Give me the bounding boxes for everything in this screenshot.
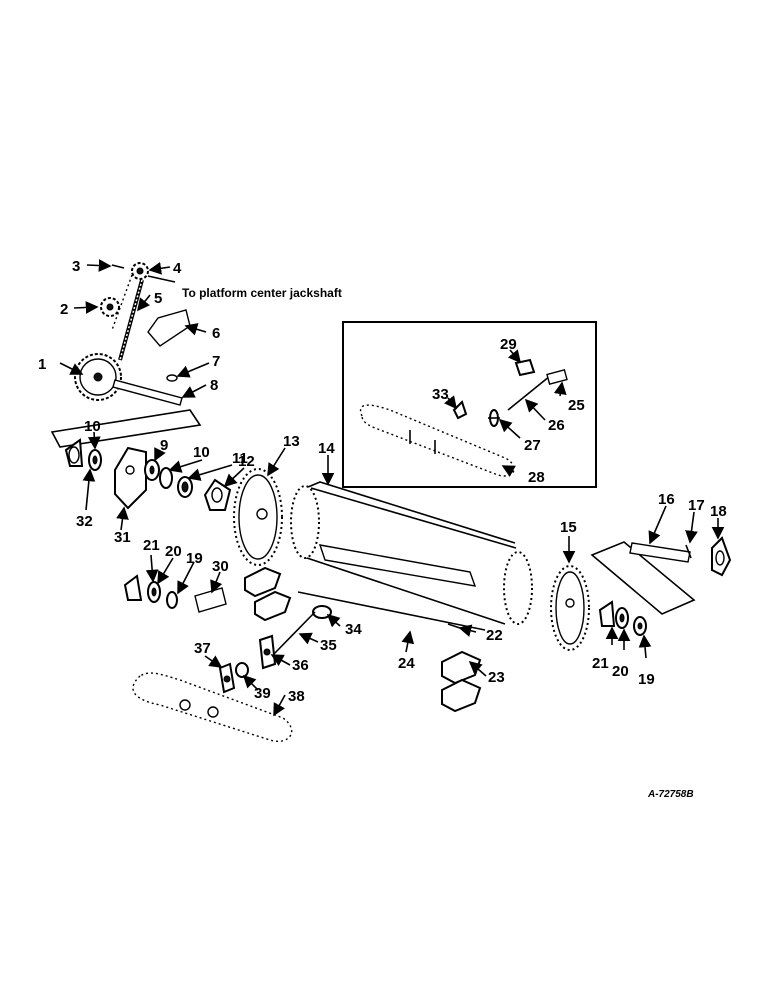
callout-10-mid: 10 — [193, 444, 210, 461]
callout-18: 18 — [710, 503, 727, 520]
key-3 — [111, 264, 125, 269]
drive-shaft-8 — [112, 379, 183, 406]
bearing-right-19 — [633, 616, 647, 636]
cylinder-14 — [290, 481, 533, 625]
callout-5: 5 — [154, 290, 162, 307]
callout-34: 34 — [345, 621, 362, 638]
callout-19-left: 19 — [186, 550, 203, 567]
bracket-31 — [114, 446, 147, 510]
fitting-27 — [488, 409, 500, 427]
callout-7: 7 — [212, 353, 220, 370]
fitting-34 — [312, 605, 332, 619]
callout-31: 31 — [114, 529, 131, 546]
callout-19-right: 19 — [638, 671, 655, 688]
jackshaft-note: To platform center jackshaft — [182, 286, 342, 300]
callout-15: 15 — [560, 519, 577, 536]
pin-17 — [685, 544, 692, 559]
callout-2: 2 — [60, 301, 68, 318]
callout-30: 30 — [212, 558, 229, 575]
bearing-lower-20 — [147, 581, 161, 603]
inset-frame — [342, 321, 597, 488]
end-disc-13 — [233, 468, 283, 566]
callout-1: 1 — [38, 356, 46, 373]
bearing-flange-18 — [711, 536, 732, 577]
rod-26 — [507, 375, 551, 411]
callout-32: 32 — [76, 513, 93, 530]
bearing-10-mid — [159, 467, 173, 489]
callout-23: 23 — [488, 669, 505, 686]
callout-21-right: 21 — [592, 655, 609, 672]
bearing-lower-19 — [166, 591, 178, 609]
callout-3: 3 — [72, 258, 80, 275]
leader-lines — [59, 259, 725, 717]
callout-35: 35 — [320, 637, 337, 654]
callout-6: 6 — [212, 325, 220, 342]
end-disc-15 — [550, 565, 590, 651]
pin-22 — [447, 623, 461, 629]
callout-labels: 1 2 3 4 5 6 7 8 9 10 10 11 12 13 14 15 1… — [38, 258, 727, 705]
bracket-37 — [218, 662, 236, 694]
callout-22: 22 — [486, 627, 503, 644]
callout-33: 33 — [432, 386, 449, 403]
block-23-upper — [441, 650, 482, 685]
bearing-right-21 — [598, 600, 616, 627]
callout-9: 9 — [160, 437, 168, 454]
drive-chain — [111, 274, 144, 361]
clip-33 — [452, 400, 468, 420]
callout-20-left: 20 — [165, 543, 182, 560]
bearing-flange-12 — [203, 478, 232, 511]
shaft-16 — [629, 542, 691, 563]
pin-7 — [166, 374, 178, 382]
callout-25: 25 — [568, 397, 585, 414]
callout-26: 26 — [548, 417, 565, 434]
callout-39: 39 — [254, 685, 271, 702]
callout-4: 4 — [173, 260, 182, 277]
callout-16: 16 — [658, 491, 675, 508]
callout-36: 36 — [292, 657, 309, 674]
callout-10-left: 10 — [84, 418, 101, 435]
callout-13: 13 — [283, 433, 300, 450]
callout-21-left: 21 — [143, 537, 160, 554]
bearing-11 — [177, 476, 193, 498]
shaft-seal-ring — [50, 409, 202, 448]
callout-12: 12 — [238, 453, 255, 470]
small-sprocket-2 — [100, 297, 120, 317]
bushing-25 — [546, 368, 568, 386]
callout-11: 11 — [232, 450, 248, 467]
block-23-lower — [441, 678, 482, 713]
callout-17: 17 — [688, 497, 705, 514]
callout-20-right: 20 — [612, 663, 629, 680]
callout-37: 37 — [194, 640, 211, 657]
right-seal-ring — [590, 541, 696, 615]
plate-36 — [258, 634, 277, 670]
chain-guard-6 — [147, 309, 191, 347]
cover-plate-38 — [132, 672, 293, 742]
large-sprocket — [74, 353, 122, 401]
rod-24 — [297, 591, 486, 631]
bearing-9 — [144, 459, 160, 481]
bearing-flange-left — [64, 438, 84, 467]
callout-38: 38 — [288, 688, 305, 705]
bearing-lower-21 — [123, 574, 143, 601]
shaft-35 — [271, 611, 316, 657]
bearing-10-left — [88, 449, 102, 471]
callout-27: 27 — [524, 437, 541, 454]
block-bracket-lower — [254, 590, 292, 622]
block-bracket-upper — [244, 566, 282, 598]
bearing-right-20 — [615, 607, 629, 629]
upper-sprocket-4 — [131, 262, 149, 280]
callout-28: 28 — [528, 469, 545, 486]
fitting-29 — [514, 358, 536, 377]
washer-39 — [235, 662, 249, 678]
sleeve-30 — [194, 587, 227, 613]
callout-8: 8 — [210, 377, 218, 394]
callout-24: 24 — [398, 655, 415, 672]
callout-29: 29 — [500, 336, 517, 353]
callout-14: 14 — [318, 440, 335, 457]
drawing-code: A-72758B — [647, 789, 694, 800]
